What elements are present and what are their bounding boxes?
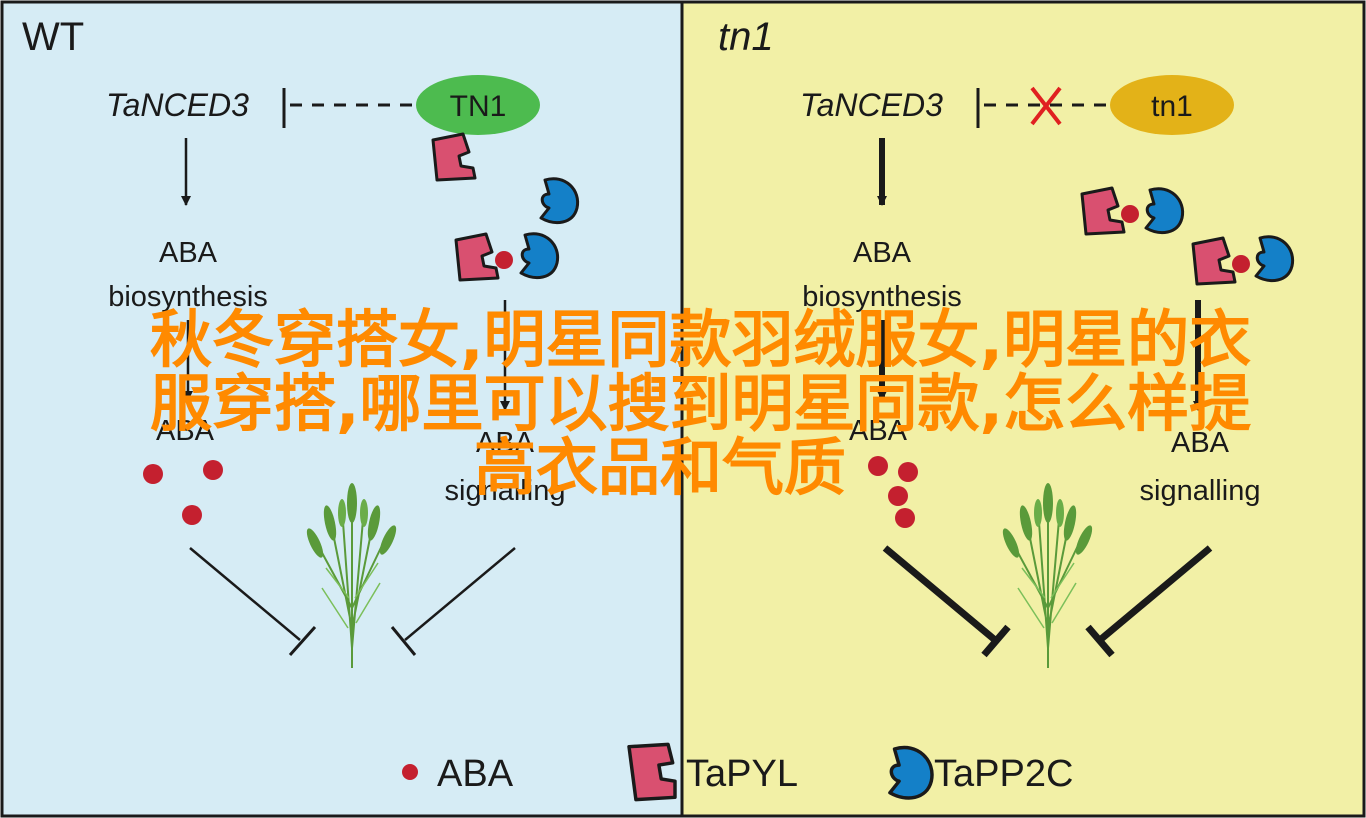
aba-product-label: ABA [156, 415, 215, 447]
legend-aba-label: ABA [437, 753, 514, 795]
tn1-mutant-node [1110, 75, 1234, 135]
tapp2c-icon [1144, 187, 1185, 235]
aba-dot [868, 456, 888, 476]
process-aba-signalling-1-label: ABA [476, 427, 535, 459]
process-aba-label-mutant: ABA [853, 237, 912, 269]
aba-product-label-mutant: ABA [849, 415, 908, 447]
broken-inhibition-x-icon [1030, 86, 1062, 126]
panel-tn1-title: tn1 [718, 15, 774, 59]
aba-dot [895, 508, 915, 528]
process-signalling-label-mutant: signalling [1140, 475, 1261, 507]
legend: ABA TaPYL TaPP2C [402, 742, 1073, 802]
panel-wt-background [0, 0, 684, 818]
aba-dot [143, 464, 163, 484]
tapp2c-icon [539, 177, 580, 225]
legend-tapyl-icon [627, 742, 677, 802]
legend-tapp2c-icon [888, 745, 934, 800]
tn1-node-label: TN1 [450, 90, 507, 123]
tapp2c-icon [1254, 235, 1295, 283]
legend-tapyl-label: TaPYL [686, 753, 798, 795]
tn1-node [416, 75, 540, 135]
gene-label-tanced3: TaNCED3 [106, 87, 249, 123]
panel-wt-title: WT [22, 15, 84, 59]
process-aba-signalling-2-label: ABA [1171, 427, 1230, 459]
aba-dot [182, 505, 202, 525]
panel-tn1: tn1 TaNCED3 tn1 ABA biosynthesis ABA ABA… [680, 0, 1366, 818]
aba-dot [898, 462, 918, 482]
process-biosynthesis-label: biosynthesis [108, 281, 268, 313]
panel-tn1-background [680, 0, 1366, 818]
process-signalling-label: signalling [445, 475, 566, 507]
panel-wt: WT TaNCED3 TN1 ABA biosynthesis ABA ABA … [0, 0, 684, 818]
tapp2c-icon [519, 232, 560, 280]
legend-aba-dot-icon [402, 764, 418, 780]
process-aba-label: ABA [159, 237, 218, 269]
process-biosynthesis-label-mutant: biosynthesis [802, 281, 962, 313]
gene-label-tanced3-mutant: TaNCED3 [800, 87, 943, 123]
aba-dot [203, 460, 223, 480]
tn1-mutant-node-label: tn1 [1151, 90, 1193, 123]
aba-dot [888, 486, 908, 506]
legend-tapp2c-label: TaPP2C [934, 753, 1073, 795]
